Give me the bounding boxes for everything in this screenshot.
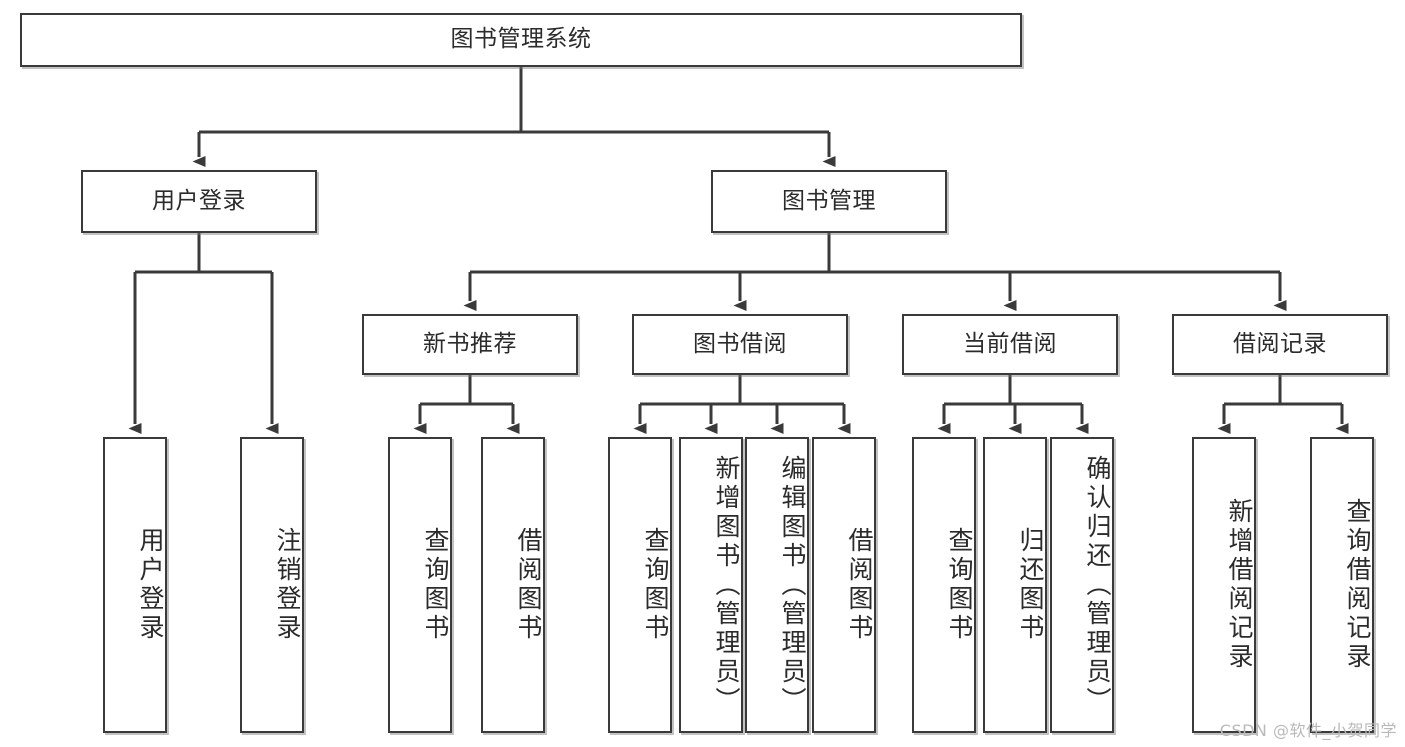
node-current-borrow[interactable]: 当前借阅 [902, 314, 1118, 375]
node-label: 用户登录 [152, 187, 246, 214]
node-leaf-cur-confirm[interactable]: 确认归还（管理员） [1050, 437, 1114, 733]
node-label: 注销登录 [273, 527, 302, 643]
node-label: 查询图书 [641, 527, 670, 643]
node-label: 图书管理系统 [450, 26, 592, 53]
node-label: 新书推荐 [423, 330, 517, 357]
node-leaf-rec-query[interactable]: 查询图书 [388, 437, 452, 733]
node-leaf-borrow-lend[interactable]: 借阅图书 [812, 437, 876, 733]
node-book-borrow[interactable]: 图书借阅 [632, 314, 848, 375]
node-leaf-borrow-add[interactable]: 新增图书（管理员） [679, 437, 743, 733]
node-leaf-borrow-edit[interactable]: 编辑图书（管理员） [745, 437, 809, 733]
node-label: 查询图书 [945, 527, 974, 643]
node-leaf-user-login[interactable]: 用户登录 [103, 437, 167, 733]
node-label: 图书管理 [782, 187, 876, 214]
node-label: 编辑图书（管理员） [778, 454, 807, 716]
node-label: 当前借阅 [963, 330, 1057, 357]
watermark-text: CSDN @软件_小贺同学 [1219, 721, 1397, 740]
node-leaf-rec-borrow[interactable]: 借阅图书 [481, 437, 545, 733]
node-label: 借阅图书 [514, 527, 543, 643]
node-book-manage[interactable]: 图书管理 [711, 170, 947, 233]
node-leaf-rec-add[interactable]: 新增借阅记录 [1192, 437, 1256, 733]
node-label: 借阅记录 [1233, 330, 1327, 357]
node-label: 查询借阅记录 [1343, 498, 1372, 672]
node-label: 确认归还（管理员） [1083, 454, 1112, 716]
node-label: 借阅图书 [845, 527, 874, 643]
node-label: 归还图书 [1016, 527, 1045, 643]
node-label: 图书借阅 [693, 330, 787, 357]
node-leaf-cur-query[interactable]: 查询图书 [912, 437, 976, 733]
node-label: 查询图书 [421, 527, 450, 643]
node-label: 新增借阅记录 [1225, 498, 1254, 672]
node-label: 用户登录 [136, 527, 165, 643]
node-leaf-rec-query2[interactable]: 查询借阅记录 [1310, 437, 1374, 733]
node-leaf-cur-return[interactable]: 归还图书 [983, 437, 1047, 733]
node-label: 新增图书（管理员） [712, 454, 741, 716]
node-leaf-user-logout[interactable]: 注销登录 [240, 437, 304, 733]
node-root[interactable]: 图书管理系统 [20, 13, 1022, 67]
node-leaf-borrow-query[interactable]: 查询图书 [608, 437, 672, 733]
node-new-book-rec[interactable]: 新书推荐 [362, 314, 578, 375]
node-user-login[interactable]: 用户登录 [81, 170, 317, 233]
node-borrow-record[interactable]: 借阅记录 [1172, 314, 1388, 375]
